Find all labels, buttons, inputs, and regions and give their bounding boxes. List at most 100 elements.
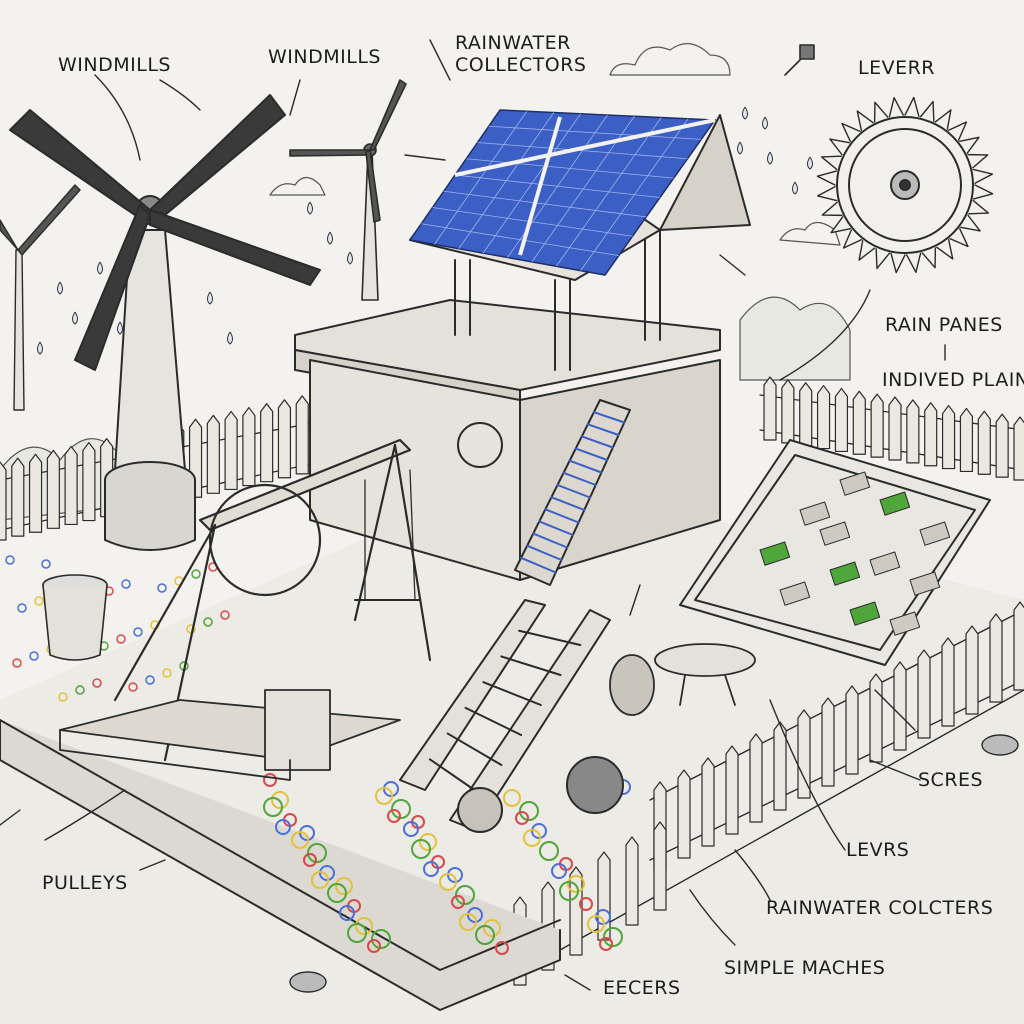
fence-picket (869, 673, 883, 763)
rain-drop (97, 261, 103, 275)
picnic-table (609, 643, 756, 716)
fence-picket (799, 382, 813, 447)
coins (289, 734, 1019, 993)
fence-picket (852, 390, 866, 455)
flower (371, 929, 391, 949)
label-levers: LEVRS (846, 839, 910, 861)
pulley-box (59, 689, 401, 781)
flower (220, 610, 230, 620)
rain-drop (347, 251, 353, 265)
slide-step (520, 556, 557, 574)
flower (495, 941, 509, 955)
label-windmills-left: WINDMILLS (58, 54, 171, 76)
label-rain-panes: RAIN PANES (885, 314, 1003, 336)
fence-picket (625, 836, 639, 926)
sun-ray (906, 252, 922, 274)
map-plot (879, 491, 911, 516)
map-plot (909, 571, 941, 596)
sun-ray (972, 184, 994, 200)
slide-step (592, 411, 626, 424)
slide-step (568, 459, 603, 474)
slide-step (556, 484, 591, 499)
flower (128, 682, 138, 692)
fence-picket (82, 441, 96, 522)
fence-picket (888, 396, 902, 461)
flower (327, 883, 347, 903)
flower (455, 885, 475, 905)
flower (367, 939, 381, 953)
flower (391, 799, 411, 819)
windmill-small-mid (289, 79, 407, 301)
sun-ray (904, 96, 920, 118)
ladder-rung (518, 629, 582, 646)
sun-ray (890, 252, 906, 274)
rain-drop (207, 291, 213, 305)
fence-picket (781, 379, 795, 444)
map-plot (849, 601, 881, 626)
flower (551, 863, 567, 879)
fence-picket (995, 413, 1009, 478)
fence-picket (260, 403, 274, 483)
label-lever-top: LEVERR (858, 57, 935, 79)
sun-ray (830, 216, 851, 234)
flower (387, 809, 401, 823)
flower (291, 831, 309, 849)
ladder (399, 599, 624, 833)
solar-cell-line (488, 125, 702, 140)
fence-picket (677, 769, 691, 859)
fence-picket (11, 457, 25, 537)
label-inclined-plane: INDIVED PLAINE (882, 369, 1024, 391)
slide-step (550, 496, 586, 511)
flower (145, 675, 155, 685)
flower (347, 923, 367, 943)
rain-drop (57, 281, 63, 295)
slide (514, 399, 631, 586)
sprinkler (784, 44, 815, 76)
flower (29, 651, 39, 661)
sun-ray (875, 248, 891, 270)
label-rainwater-collectors-bottom: RAINWATER COLCTERS (766, 897, 994, 919)
flower (191, 569, 201, 579)
fence-picket (1013, 601, 1024, 691)
fence-picket (977, 410, 991, 475)
fence-picket (653, 821, 667, 911)
label-eecers: EECERS (603, 977, 681, 999)
flower (403, 821, 419, 837)
fence-picket (277, 399, 292, 479)
fence-picket (959, 407, 974, 473)
fence-picket (28, 453, 43, 533)
fence-picket (295, 395, 309, 475)
sun-ray (967, 153, 989, 169)
flower (567, 875, 585, 893)
solar-cell-line (466, 158, 674, 179)
map-plot (819, 521, 851, 546)
label-simple-machines: SIMPLE MACHES (724, 957, 886, 979)
fence-picket (224, 410, 238, 491)
flower (335, 877, 353, 895)
map-plot (799, 501, 831, 526)
sun-ray (934, 109, 952, 130)
fence-picket (924, 402, 938, 467)
rain-drop (327, 231, 333, 245)
map-plot (779, 581, 811, 606)
fence-picket (941, 637, 955, 727)
flower (157, 583, 167, 593)
sun-ray (968, 199, 990, 215)
label-rainwater-line2: COLLECTORS (455, 53, 587, 76)
fence-picket (989, 613, 1003, 703)
fence-picket (763, 376, 777, 441)
flower (203, 617, 213, 627)
flower (5, 555, 15, 565)
label-screws: SCRES (918, 769, 984, 791)
sun-ray (972, 168, 994, 184)
sun-ray (829, 138, 850, 156)
map-plot (759, 541, 791, 566)
flower (411, 839, 431, 859)
sun-ray (856, 110, 874, 131)
sun-ray (816, 170, 838, 186)
rain-drop (307, 201, 313, 215)
sun-ray (820, 155, 842, 171)
barrel (42, 574, 108, 661)
flower (116, 634, 126, 644)
flower (587, 915, 605, 933)
